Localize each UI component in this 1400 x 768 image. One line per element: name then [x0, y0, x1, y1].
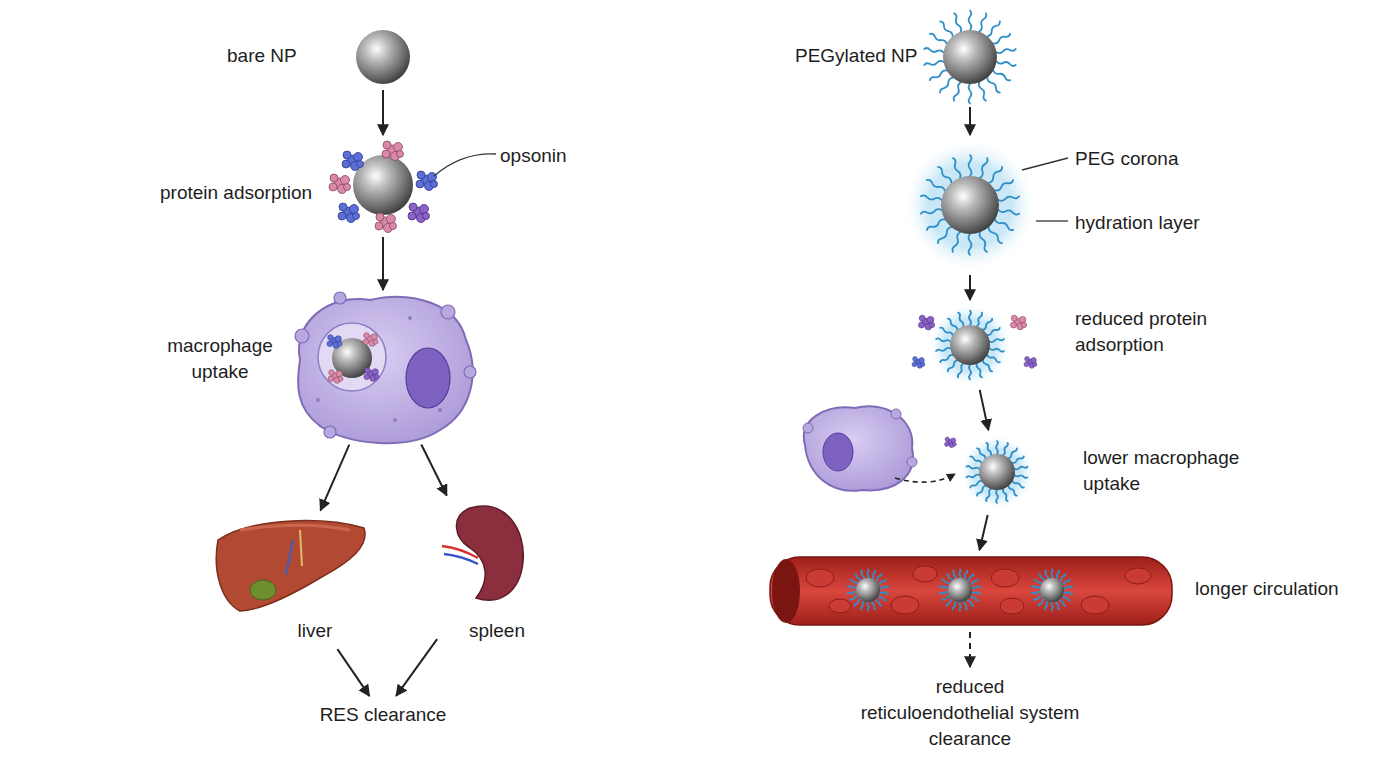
node-label: protein adsorption: [160, 180, 330, 206]
nanoparticle: [356, 30, 410, 84]
node-label: longer circulation: [1195, 576, 1375, 602]
flow-arrow: [969, 275, 971, 300]
node-label: opsonin: [500, 143, 590, 169]
node-label: reduced reticuloendothelial system clear…: [858, 674, 1082, 752]
node-label: bare NP: [227, 43, 337, 69]
node-label: hydration layer: [1075, 210, 1235, 236]
node-label: PEGylated NP: [795, 43, 925, 69]
spleen-organ: [442, 506, 523, 600]
macrophage: [803, 406, 917, 491]
stage-node: bare NP: [355, 29, 411, 85]
macrophage: [295, 292, 476, 443]
stage-node: reduced reticuloendothelial system clear…: [850, 672, 1090, 752]
node-label: macrophage uptake: [160, 333, 280, 385]
node-label: RES clearance: [313, 702, 453, 728]
peg-corona-particle: [906, 141, 1034, 269]
shielded-particle: [961, 436, 1033, 508]
stage-node: PEG coronahydration layer: [905, 140, 1035, 270]
stage-node: lower macrophage uptake: [945, 435, 1050, 510]
liver-organ: [216, 521, 365, 611]
node-label: lower macrophage uptake: [1083, 445, 1253, 497]
node-label: liver: [280, 618, 350, 644]
flow-arrow: [980, 390, 989, 430]
flow-arrow: [980, 515, 988, 550]
leader-line: [1036, 220, 1068, 221]
leader-line: [1022, 158, 1068, 170]
shielded-particle: [912, 305, 1037, 385]
stage-node: liver: [215, 515, 365, 645]
uptake-arrow: [895, 474, 955, 482]
flow-arrow: [421, 445, 446, 496]
stage-node: RES clearance: [325, 700, 440, 730]
flow-arrow: [321, 445, 350, 511]
node-label: reduced protein adsorption: [1075, 306, 1215, 358]
opsonized-nanoparticle: [329, 141, 438, 233]
node-label: PEG corona: [1075, 146, 1205, 172]
pegylated-nanoparticle: [924, 11, 1016, 104]
stage-node: spleen: [440, 500, 530, 645]
flow-arrow: [396, 639, 437, 696]
stage-node: PEGylated NP: [925, 12, 1015, 102]
flow-arrow: [969, 632, 971, 667]
stage-node: reduced protein adsorption: [910, 305, 1030, 385]
node-label: spleen: [462, 618, 532, 644]
flow-arrow: [382, 237, 384, 290]
blood-vessel: [770, 557, 1172, 625]
flow-arrow: [337, 649, 369, 696]
protein: [945, 437, 957, 448]
stage-node: longer circulation: [765, 555, 1175, 627]
stage-node: opsoninprotein adsorption: [333, 140, 433, 232]
leader-line: [434, 154, 496, 176]
flow-arrow: [382, 90, 384, 135]
flow-arrow: [969, 107, 971, 135]
stage-node: macrophage uptake: [296, 295, 470, 440]
